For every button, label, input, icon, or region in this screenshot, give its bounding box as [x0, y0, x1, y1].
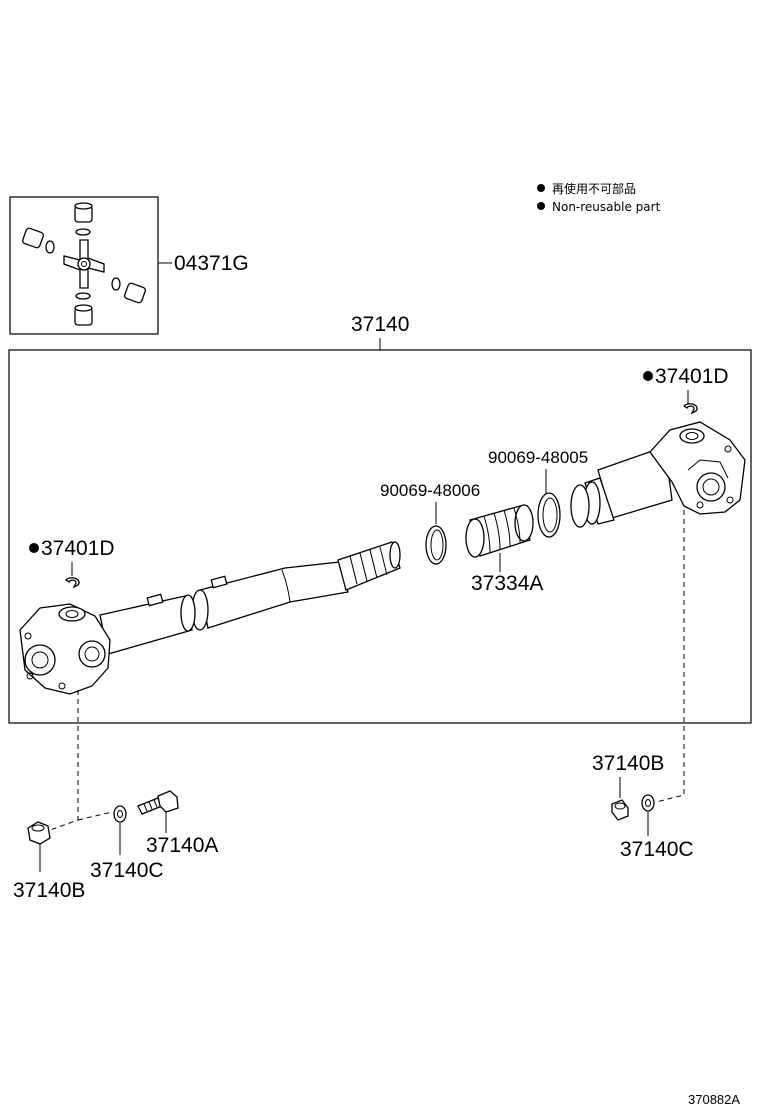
washer-right-icon [641, 794, 655, 812]
main-shaft [191, 541, 401, 631]
label-shaft-assy: 37140 [351, 313, 409, 336]
label-boot: 37334A [471, 572, 543, 595]
non-reusable-marker-icon [29, 543, 39, 553]
shaft-assembly-frame [8, 349, 752, 724]
nut-left-icon [27, 821, 51, 845]
spider-kit-inset [9, 196, 172, 335]
label-spider-kit: 04371G [174, 252, 249, 275]
figure-reference: 370882A [688, 1092, 740, 1107]
label-ring-left: 90069-48006 [380, 481, 480, 500]
non-reusable-marker-icon [537, 184, 545, 192]
label-snap-ring-left: 37401D [41, 537, 115, 560]
label-washer-left: 37140C [90, 859, 164, 882]
dashed-leader-right [655, 510, 685, 803]
label-snap-ring-right: 37401D [655, 365, 729, 388]
snap-ring-left-callout: 37401D [29, 537, 115, 589]
front-tube [99, 593, 196, 655]
front-yoke [19, 603, 111, 695]
ring-left [425, 525, 447, 565]
label-ring-right: 90069-48005 [488, 448, 588, 467]
bolt-left-icon [137, 790, 179, 815]
dashed-leader-left [49, 690, 79, 831]
non-reusable-marker-icon [537, 202, 545, 210]
legend-jp: 再使用不可部品 [552, 181, 636, 196]
boot [465, 504, 534, 558]
washer-left-icon [113, 805, 127, 823]
label-nut-left: 37140B [13, 879, 85, 902]
ring-right [537, 492, 561, 538]
label-nut-right: 37140B [592, 752, 664, 775]
snap-ring-right-icon [682, 403, 698, 415]
non-reusable-marker-icon [643, 371, 653, 381]
snap-ring-left-icon [64, 577, 80, 589]
legend: 再使用不可部品 Non-reusable part [537, 181, 661, 214]
rear-yoke [570, 421, 746, 528]
snap-ring-right-callout: 37401D [643, 365, 729, 415]
label-bolt-left: 37140A [146, 834, 218, 857]
label-washer-right: 37140C [620, 838, 694, 861]
legend-en: Non-reusable part [552, 200, 661, 214]
nut-right-icon [611, 799, 629, 821]
